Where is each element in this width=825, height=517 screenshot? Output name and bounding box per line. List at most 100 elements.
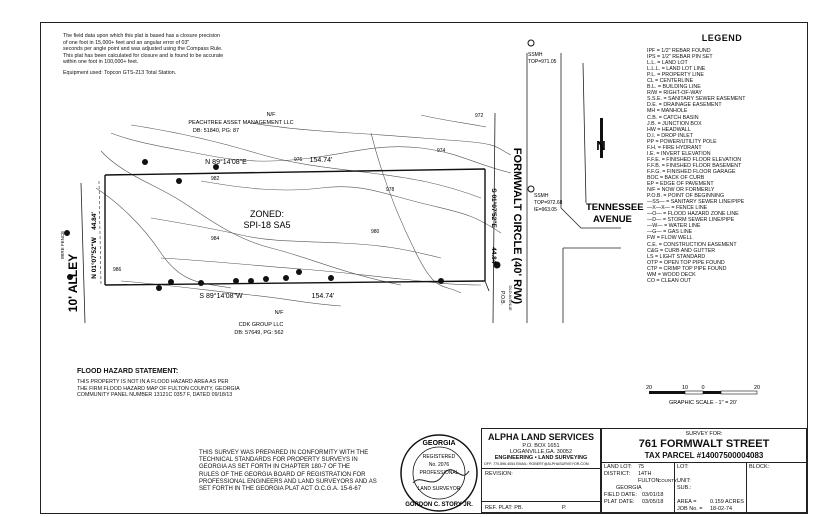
legend-item: I.E. = INVERT ELEVATION xyxy=(647,150,711,157)
zoning-value: SPI-18 SA5 xyxy=(243,220,290,230)
equipment-note: Equipment used: Topcon GTS-213 Total Sta… xyxy=(63,69,177,76)
scale-bar-segment xyxy=(703,391,721,394)
tree-icon xyxy=(156,285,162,291)
cert-line: TECHNICAL STANDARDS FOR PROPERTY SURVEYS… xyxy=(199,457,358,464)
cert-line: SET FORTH IN THE GEORGIA PLAT ACT O.C.G.… xyxy=(199,486,362,493)
tree-symbols xyxy=(64,159,501,291)
tree-icon xyxy=(438,278,444,284)
seal-state: GEORGIA xyxy=(422,440,455,447)
north-line xyxy=(104,168,486,176)
flood-line: THE FIRM FLOOD HAZARD MAP OF FULTON COUN… xyxy=(77,385,240,392)
tree-icon xyxy=(213,164,219,170)
tree-icon xyxy=(64,230,70,236)
seal-number: No. 2076 xyxy=(429,462,450,468)
north-arrow-label: N xyxy=(596,138,605,153)
legend-item: BOC = BACK OF CURB xyxy=(647,174,705,181)
contour-line xyxy=(370,132,462,294)
contour-label: 976 xyxy=(294,157,303,163)
seal-name: GORDON C. STORY JR. xyxy=(405,502,473,508)
ssmh-bottom-ie: IE=963.05 xyxy=(534,207,557,213)
avenue-label-line2: AVENUE xyxy=(593,214,632,225)
alley-edge xyxy=(80,182,86,324)
ssmh-bottom-top: TOP=972.68 xyxy=(534,200,563,206)
scale-label: GRAPHIC SCALE - 1" = 20' xyxy=(669,400,737,406)
graphic-scale: 20 10 0 20 GRAPHIC SCALE - 1" = 20' xyxy=(646,385,760,406)
flood-statement: FLOOD HAZARD STATEMENT: THIS PROPERTY IS… xyxy=(77,368,240,399)
unit-label: UNIT: xyxy=(677,478,691,484)
survey-sheet: The field data upon which this plat is b… xyxy=(40,22,808,514)
cert-line: PROFESSIONAL ENGINEERS AND LAND SURVEYOR… xyxy=(199,478,377,485)
flood-title: FLOOD HAZARD STATEMENT: xyxy=(77,368,179,375)
land-lot-value: 75 xyxy=(638,464,645,470)
manhole-icon xyxy=(527,185,535,193)
legend-item: F.F.E. = FINISHED FLOOR ELEVATION xyxy=(647,156,742,163)
legend-item: PP = POWER/UTILITY POLE xyxy=(647,138,717,145)
legend-item: —SS— = SANITARY SEWER LINE/PIPE xyxy=(647,199,745,206)
legend-item: —W— = WATER LINE xyxy=(647,223,701,230)
legend-item: EP = EDGE OF PAVEMENT xyxy=(647,181,714,188)
legend-item: F.F.G. = FINISHED FLOOR GARAGE xyxy=(647,168,736,175)
legend-item: R/W = RIGHT-OF-WAY xyxy=(647,90,702,97)
legend-item: L.L.L. = LAND LOT LINE xyxy=(647,66,706,73)
west-distance: 44.84' xyxy=(91,212,98,230)
fence-line xyxy=(98,180,102,286)
legend-item: P.L. = PROPERTY LINE xyxy=(647,72,704,79)
seal-professional: PROFESSIONAL xyxy=(420,470,459,476)
tree-icon xyxy=(328,275,334,281)
legend-item: CO = CLEAN OUT xyxy=(647,277,692,284)
legend-item: IPS = 1/2" REBAR PIN SET xyxy=(647,54,713,61)
company-address1: P.O. BOX 1651 xyxy=(522,443,560,449)
property-boundary xyxy=(104,168,486,286)
legend-item: D.I. = DROP INLET xyxy=(647,132,693,139)
tree-icon xyxy=(233,278,239,284)
plat-date-value: 03/05/18 xyxy=(642,499,664,505)
land-lot-label: LAND LOT: xyxy=(604,464,632,470)
tree-icon xyxy=(283,275,289,281)
ref-plat-label: REF. PLAT: PB. xyxy=(485,505,524,511)
pob-arrow xyxy=(484,280,490,292)
west-bearing: N 01°07'52"W xyxy=(90,236,98,278)
legend-item: CL = CENTERLINE xyxy=(647,78,694,85)
legend-item: WM = WOOD DECK xyxy=(647,271,696,278)
manhole-icon xyxy=(527,39,535,47)
scale-tick: 20 xyxy=(754,385,760,391)
legend-item: C&G = CURB AND GUTTER xyxy=(647,247,716,254)
legend-item: —G— = GAS LINE xyxy=(647,229,693,236)
block-label: BLOCK: xyxy=(749,464,770,470)
legend-item: L.L. = LAND LOT xyxy=(647,60,688,67)
flood-line: COMMUNITY PANEL NUMBER 13121C 0357 F, DA… xyxy=(77,392,233,399)
tree-icon xyxy=(263,276,269,282)
district-value: 14TH xyxy=(638,471,652,477)
seal-surveyor: LAND SURVEYOR xyxy=(418,486,461,492)
legend-item: CTP = CRIMP TOP PIPE FOUND xyxy=(647,265,727,272)
contour-line xyxy=(160,257,482,286)
legend-item: C.B. = CATCH BASIN xyxy=(647,114,699,121)
tree-icon xyxy=(176,178,182,184)
south-owner-label: N/F xyxy=(275,310,285,316)
county-suffix: COUNTY, xyxy=(658,478,678,483)
ssmh-top-label: SSMH xyxy=(528,52,543,58)
area-label: AREA = xyxy=(677,499,697,505)
ref-plat-page: P. xyxy=(562,505,567,511)
right-of-way-lines xyxy=(80,53,621,324)
survey-note-line: This plat has been calculated for closur… xyxy=(63,52,224,59)
survey-note-line: within one foot in 100,000+ feet. xyxy=(63,59,139,66)
survey-address: 761 FORMWALT STREET xyxy=(638,438,770,450)
street-label: FORMWALT CIRCLE (40' R/W) xyxy=(511,148,523,305)
avenue-label-line1: TENNESSEE xyxy=(586,202,644,213)
legend-item: —X—X— = FENCE LINE xyxy=(647,205,708,212)
east-bearing: S 01°07'52"E xyxy=(490,188,498,228)
legend-item: LS = LIGHT STANDARD xyxy=(647,253,706,260)
south-distance: 154.74' xyxy=(312,293,335,300)
scale-bar-segment xyxy=(684,390,704,395)
tax-parcel: TAX PARCEL #14007500004083 xyxy=(644,451,764,460)
street-edge xyxy=(492,112,496,324)
lot-label: LOT: xyxy=(677,464,689,470)
road-label-small: OLD AVENUE xyxy=(508,285,513,311)
company-contact: OFF: 770.896.4054 EMAIL: ROBERT@ALPHASUR… xyxy=(484,462,589,466)
contour-label: 974 xyxy=(437,148,446,154)
legend-item: HW = HEADWALL xyxy=(647,126,691,133)
signature-icon xyxy=(412,469,470,484)
survey-for-label: SURVEY FOR: xyxy=(685,431,723,437)
